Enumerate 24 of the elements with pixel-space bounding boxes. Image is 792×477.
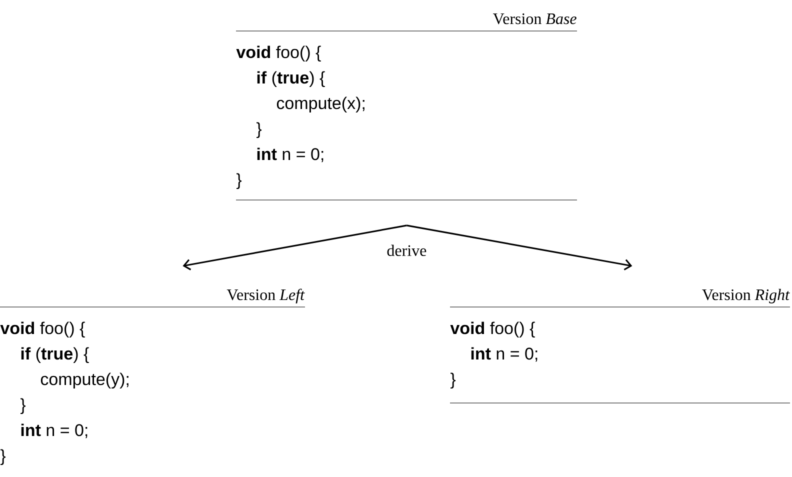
code-line: int n = 0;	[21, 424, 88, 438]
arrow	[406, 224, 632, 270]
code-line: }	[450, 372, 456, 389]
code-line: compute(y);	[40, 372, 128, 389]
code-line: int n = 0;	[257, 148, 324, 162]
code-line: }	[256, 122, 262, 138]
code-line: if (true) {	[21, 347, 89, 364]
version-heading: Version Right	[702, 288, 790, 304]
code-listing	[0, 288, 306, 466]
code-line: void foo() {	[0, 322, 85, 338]
code-line: }	[236, 173, 242, 190]
edge-label: derive	[384, 242, 429, 258]
code-line: }	[20, 398, 26, 414]
code-line: if (true) {	[257, 71, 325, 88]
arrow	[182, 224, 407, 270]
code-listing	[450, 288, 790, 404]
code-listing	[236, 13, 578, 200]
version-heading: Version Base	[493, 13, 576, 24]
code-line: void foo() {	[236, 46, 321, 62]
code-line: int n = 0;	[471, 347, 538, 362]
version-heading: Version Left	[226, 288, 305, 304]
code-line: compute(x);	[276, 96, 364, 113]
code-line: void foo() {	[450, 322, 535, 338]
code-line: }	[0, 449, 6, 466]
